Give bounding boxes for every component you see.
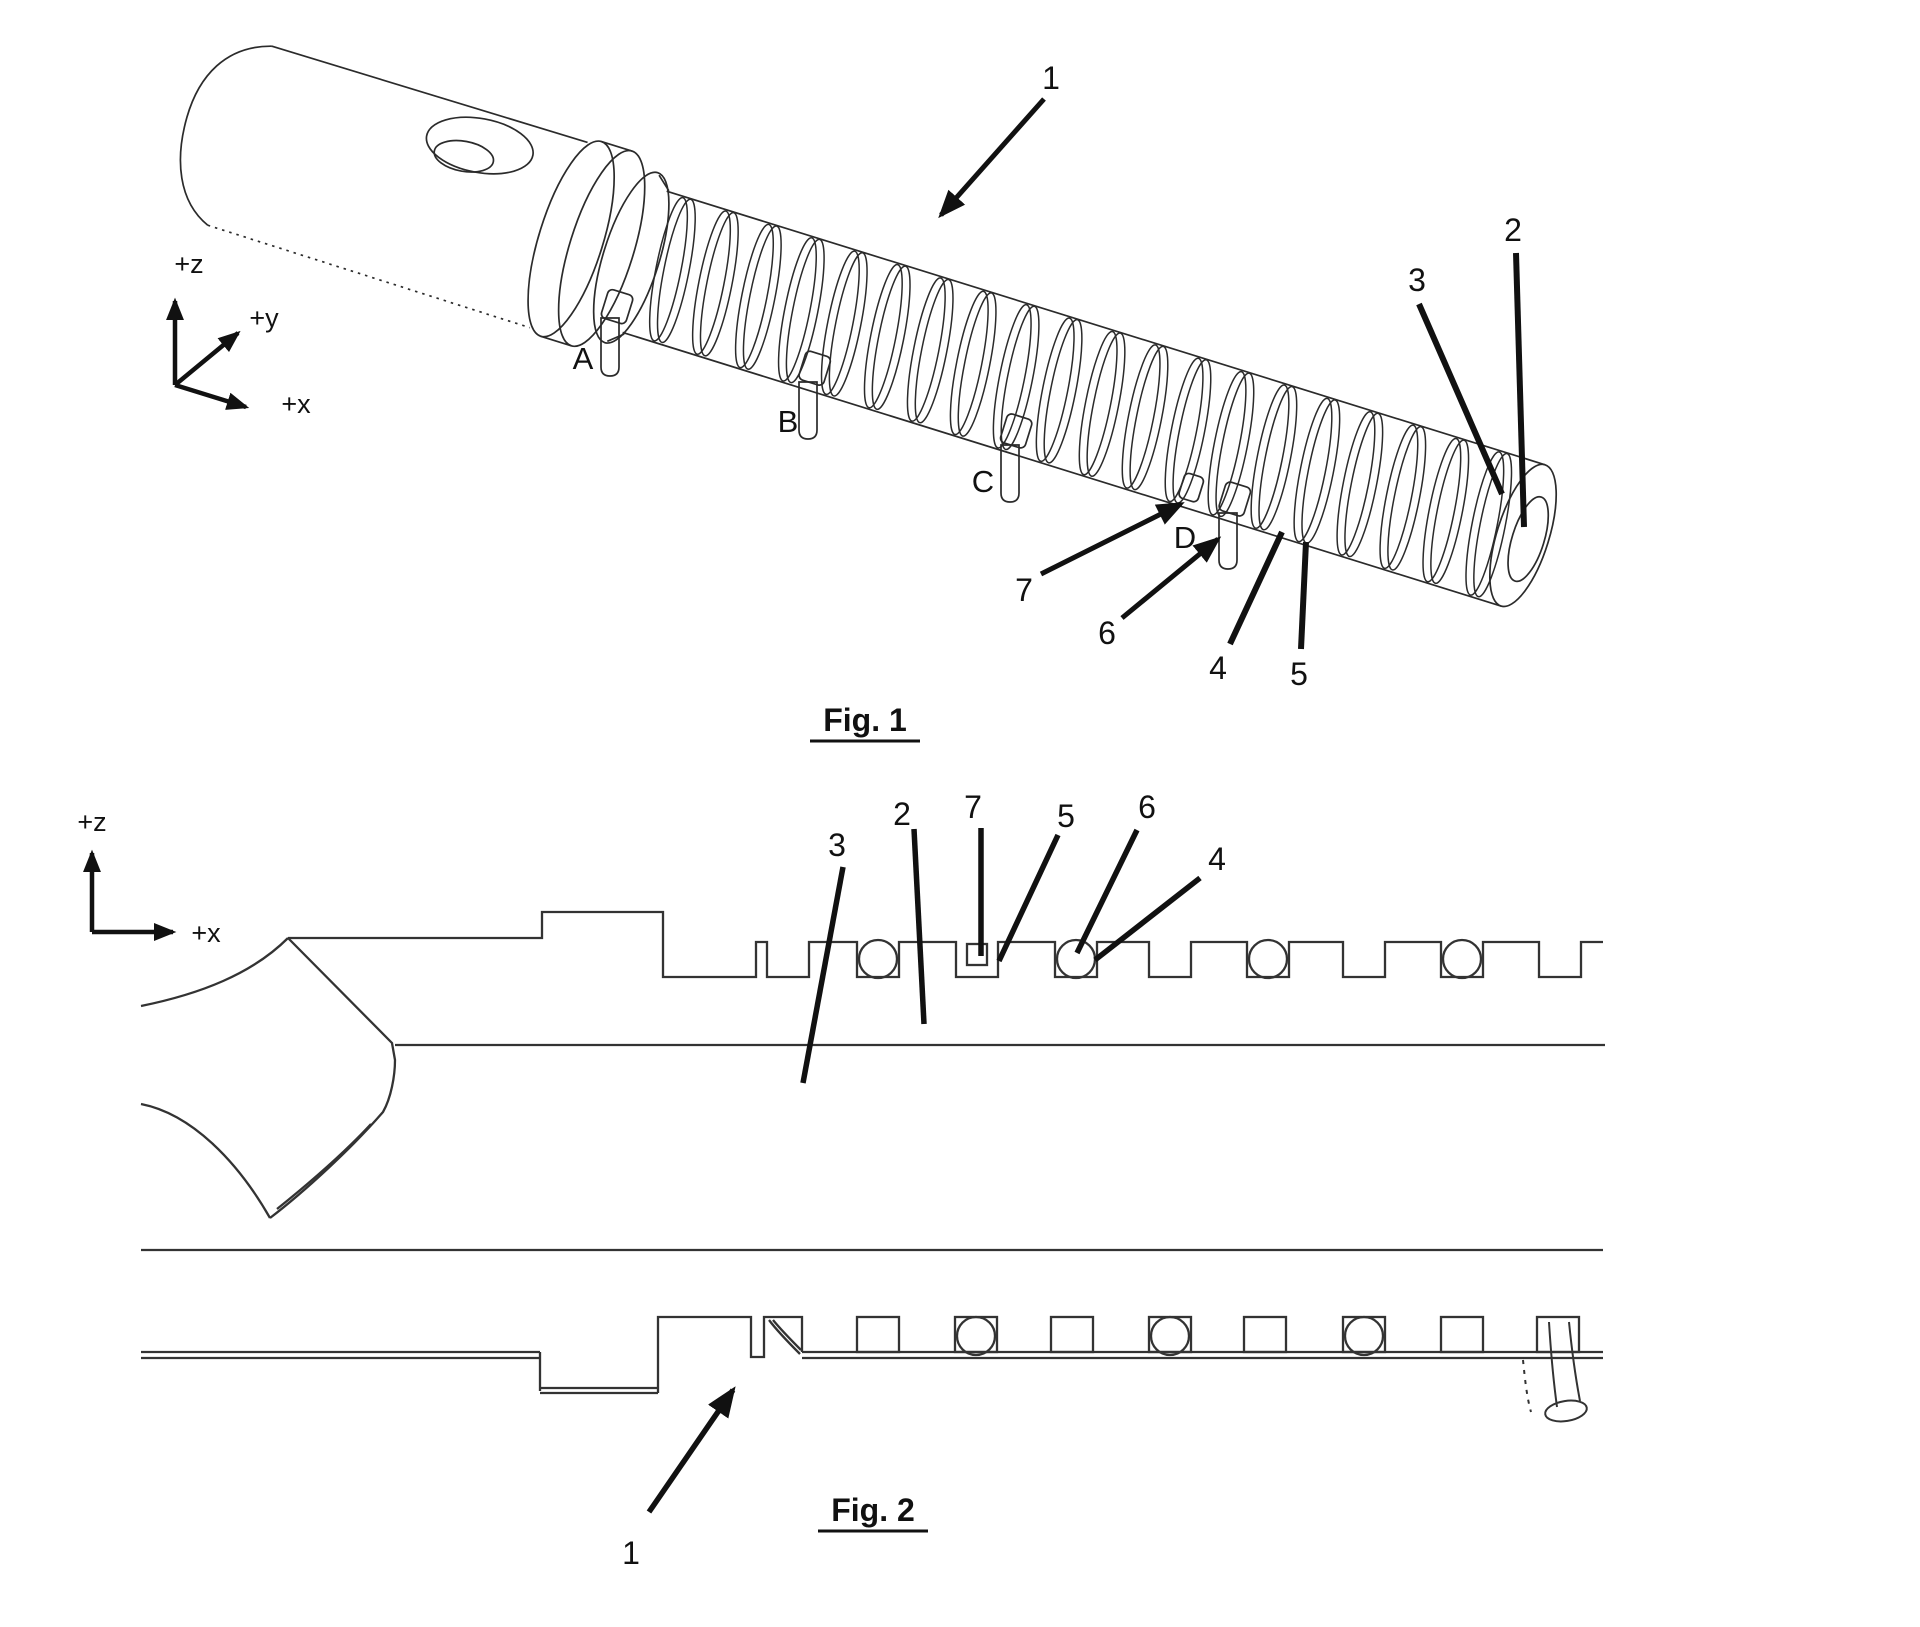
fig1-x-axis-label: +x: [281, 389, 311, 419]
fig2-ref-6: 6: [1138, 789, 1156, 825]
fig2-protruding-pin: [1522, 1321, 1588, 1423]
fig2-ref-2: 2: [893, 796, 911, 832]
fig1-leader-1: [938, 97, 1046, 219]
fig2-caption: Fig. 2: [831, 1492, 915, 1528]
fig1-ref-7: 7: [1015, 572, 1033, 608]
fig1-electrode-label-d: D: [1174, 520, 1196, 555]
fig1-y-axis-label: +y: [249, 303, 279, 333]
figure-1-drawing: +z +y +x 1 2 3 4 5 6 7 A B C D Fig. 1: [166, 45, 1558, 743]
fig1-caption: Fig. 1: [823, 702, 907, 738]
fig2-ref-4: 4: [1208, 841, 1226, 877]
fig2-leader-4: [1093, 875, 1202, 963]
fig2-axes: [83, 849, 177, 941]
fig1-leader-5: [1298, 541, 1309, 650]
fig1-leader-7: [1039, 501, 1185, 577]
fig1-z-axis-label: +z: [174, 249, 203, 279]
fig2-leader-2: [911, 828, 927, 1025]
fig2-leaders: [646, 828, 1202, 1514]
lead-device-body: [179, 45, 1558, 608]
fig1-y-axis-arrow: [173, 330, 241, 387]
fig2-ref-7: 7: [964, 789, 982, 825]
fig2-x-axis-label: +x: [191, 918, 221, 948]
fig2-leader-5: [996, 833, 1061, 963]
fig1-leader-2: [1513, 252, 1527, 528]
handle-window: [425, 116, 534, 175]
device-shaft: [622, 190, 1546, 607]
electrode-tabs: [600, 288, 1252, 517]
fig1-electrode-label-a: A: [573, 341, 594, 376]
fig2-ref-1: 1: [622, 1535, 640, 1571]
fig1-x-axis-arrow: [174, 382, 250, 410]
fig1-ref-1: 1: [1042, 60, 1060, 96]
fig1-ref-5: 5: [1290, 656, 1308, 692]
fig2-hub-outline: [140, 937, 397, 1219]
electrode-pin-d: [1218, 512, 1238, 570]
fig1-leaders: [938, 97, 1527, 650]
fig1-ref-2: 2: [1504, 212, 1522, 248]
device-collar: [527, 140, 670, 348]
fig1-electrode-label-c: C: [972, 464, 994, 499]
device-handle: [179, 45, 588, 329]
fig2-z-axis-label: +z: [77, 807, 106, 837]
fig2-top-coil-sections: [857, 938, 1483, 980]
fig2-pin-cross-section: [965, 942, 989, 967]
fig1-ref-4: 4: [1209, 650, 1227, 686]
fig1-leader-3: [1416, 302, 1505, 496]
fig2-leader-6: [1074, 828, 1140, 955]
fig2-bottom-profile: [141, 1315, 1603, 1395]
fig1-axes: [166, 297, 250, 410]
fig2-ref-3: 3: [828, 827, 846, 863]
fig2-leader-3: [800, 866, 846, 1084]
fig2-ref-5: 5: [1057, 798, 1075, 834]
fig1-leader-4: [1227, 530, 1285, 646]
electrode-pin-c: [1000, 444, 1020, 503]
fig1-electrode-label-b: B: [778, 404, 799, 439]
fig2-leader-1: [646, 1386, 736, 1514]
fig1-leader-6: [1120, 536, 1222, 620]
electrode-pin-a: [600, 317, 620, 377]
fig1-ref-6: 6: [1098, 615, 1116, 651]
electrode-pins: [600, 317, 1238, 570]
device-tip-opening: [1488, 463, 1558, 608]
figure-2-drawing: +z +x 3 2 7 5 6 4 1 Fig. 2: [77, 789, 1605, 1571]
fig1-ref-3: 3: [1408, 262, 1426, 298]
electrode-pin-b: [798, 381, 818, 440]
fig2-top-profile: [288, 910, 1603, 979]
